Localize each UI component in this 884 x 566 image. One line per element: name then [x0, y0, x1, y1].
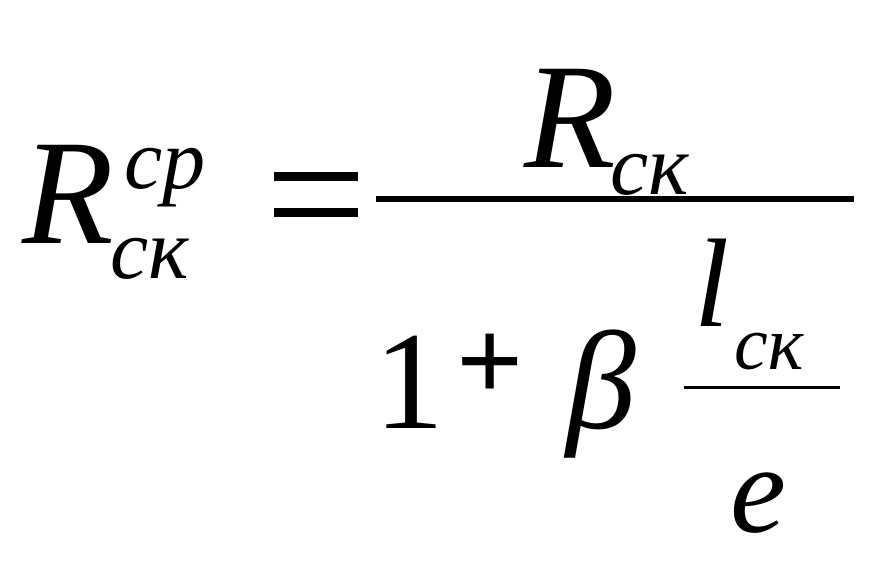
equals-bottom-bar [274, 208, 358, 217]
numerator-subscript: ск [610, 117, 689, 213]
beta-coefficient: β [566, 304, 636, 459]
inner-numerator-subscript: ск [734, 302, 804, 386]
lhs-subscript: ск [110, 201, 189, 297]
numerator-symbol-r: R [524, 34, 616, 200]
inner-fraction-bar [684, 386, 840, 389]
main-fraction-bar [376, 196, 854, 202]
lhs-superscript: cp [124, 111, 206, 207]
equals-top-bar [274, 172, 358, 181]
plus-sign: + [456, 295, 524, 426]
inner-denominator-symbol-e: e [730, 421, 786, 560]
lhs-symbol-r: R [22, 110, 114, 276]
denominator-constant: 1 [374, 304, 444, 459]
inner-numerator-symbol-l: l [694, 215, 730, 354]
